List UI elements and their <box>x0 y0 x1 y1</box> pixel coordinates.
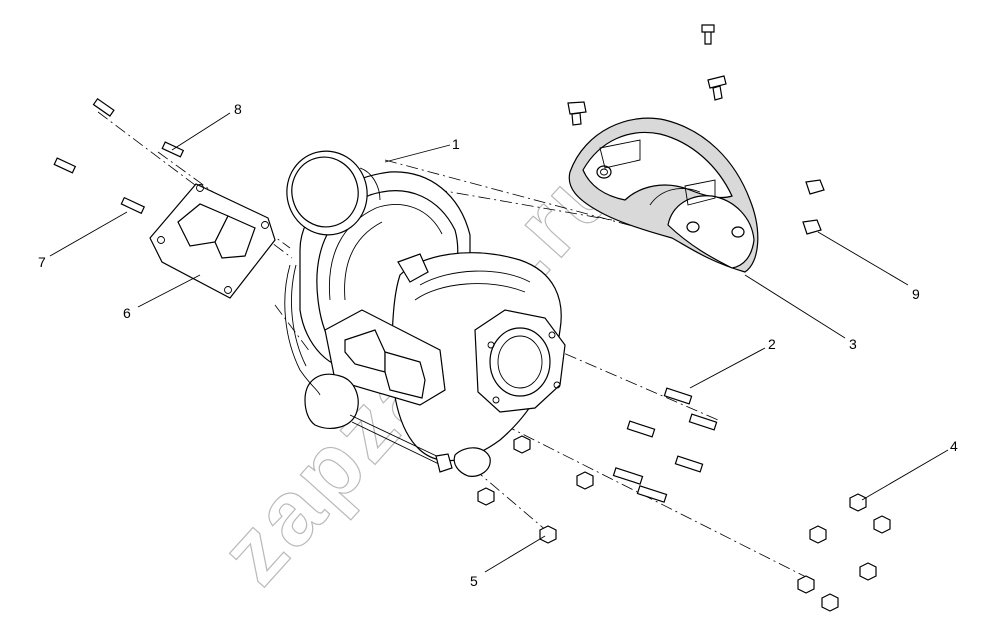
nut <box>873 515 891 534</box>
bolt <box>805 179 825 195</box>
nut <box>477 487 495 506</box>
nut <box>849 493 867 512</box>
nut <box>539 525 557 544</box>
nut <box>809 525 827 544</box>
nut <box>797 575 815 594</box>
leader-lines <box>49 112 949 573</box>
stud <box>92 97 115 117</box>
nut <box>576 471 594 490</box>
stud <box>612 467 644 485</box>
stud <box>674 455 704 473</box>
heat-shield <box>568 117 759 273</box>
callout-5: 5 <box>470 573 478 589</box>
callout-1: 1 <box>452 136 460 152</box>
nut <box>513 435 531 454</box>
callout-8: 8 <box>234 101 242 117</box>
bolts <box>567 24 825 235</box>
callout-2: 2 <box>768 336 776 352</box>
nut <box>821 593 839 612</box>
nut <box>859 562 877 581</box>
stud <box>626 420 656 438</box>
stud <box>120 196 146 215</box>
callouts: 1 2 3 4 5 6 7 8 9 <box>38 101 958 589</box>
nuts <box>477 435 891 612</box>
bolt <box>701 24 715 45</box>
callout-4: 4 <box>950 438 958 454</box>
gasket <box>149 183 276 299</box>
stud <box>636 485 668 503</box>
callout-7: 7 <box>38 254 46 270</box>
bolt <box>802 219 822 235</box>
callout-6: 6 <box>123 305 131 321</box>
stud <box>688 413 718 431</box>
bolt <box>567 101 587 126</box>
stud <box>53 157 77 174</box>
turbocharger <box>284 150 566 477</box>
stud <box>663 387 693 405</box>
bolt <box>707 75 727 101</box>
callout-9: 9 <box>912 286 920 302</box>
callout-3: 3 <box>849 336 857 352</box>
